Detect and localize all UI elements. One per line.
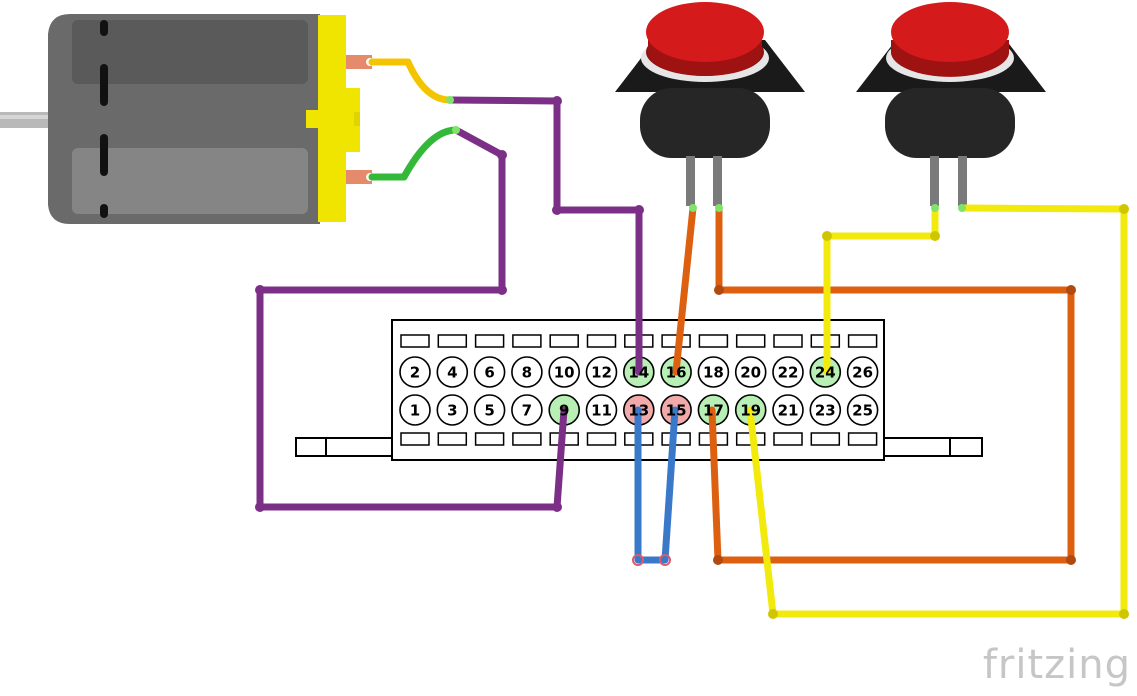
terminal-pin-label: 1 xyxy=(410,402,420,420)
terminal-slot xyxy=(847,432,878,446)
terminal-pin-label: 19 xyxy=(740,402,761,420)
terminal-pins xyxy=(399,356,879,426)
terminal-pin-label: 15 xyxy=(666,402,687,420)
fritzing-logo: fritzing xyxy=(982,642,1131,688)
terminal-slot xyxy=(586,334,617,348)
terminal-pin-4[interactable] xyxy=(436,356,469,388)
terminal-pin-label: 10 xyxy=(554,364,575,382)
terminal-slot xyxy=(437,432,468,446)
wires xyxy=(255,58,1129,619)
terminal-pin-label: 17 xyxy=(703,402,724,420)
wire-blue-jumper-13-15 xyxy=(634,406,679,564)
terminal-slot xyxy=(400,334,430,348)
terminal-slot xyxy=(512,432,542,446)
terminal-pin-20[interactable] xyxy=(734,356,767,388)
terminal-pin-label: 24 xyxy=(815,364,836,382)
terminal-slot xyxy=(847,334,878,348)
motor-lead-green xyxy=(368,126,460,181)
push-button-1[interactable] xyxy=(615,2,805,206)
terminal-slot xyxy=(437,334,468,348)
terminal-pin-18[interactable] xyxy=(697,356,730,388)
wire-orange-button1-to-16 xyxy=(672,204,697,376)
terminal-pin-label: 8 xyxy=(522,364,532,382)
terminal-pin-label: 9 xyxy=(559,402,569,420)
terminal-pin-23[interactable] xyxy=(809,394,842,426)
terminal-slot xyxy=(586,432,617,446)
terminal-pin-6[interactable] xyxy=(473,356,506,388)
wire-orange-button1-to-17 xyxy=(708,204,1075,564)
terminal-slot xyxy=(773,334,803,348)
terminal-pin-label: 2 xyxy=(410,364,420,382)
terminal-pin-label: 3 xyxy=(447,402,457,420)
terminal-pin-label: 6 xyxy=(484,364,494,382)
terminal-pin-label: 23 xyxy=(815,402,836,420)
terminal-pin-10[interactable] xyxy=(548,356,581,388)
terminal-pin-label: 7 xyxy=(522,402,532,420)
terminal-pin-2[interactable] xyxy=(399,356,431,388)
terminal-block xyxy=(295,319,983,461)
terminal-pin-label: 22 xyxy=(778,364,799,382)
terminal-pin-label: 4 xyxy=(447,364,457,382)
motor-lead-yellow xyxy=(368,58,454,104)
terminal-slot xyxy=(474,334,505,348)
terminal-pin-label: 25 xyxy=(852,402,873,420)
terminal-slot xyxy=(400,432,430,446)
terminal-pin-label: 26 xyxy=(852,364,873,382)
terminal-pin-label: 11 xyxy=(591,402,612,420)
terminal-pin-12[interactable] xyxy=(585,356,618,388)
terminal-pin-22[interactable] xyxy=(772,356,804,388)
dc-motor-icon xyxy=(0,14,374,224)
terminal-pin-label: 20 xyxy=(740,364,761,382)
terminal-slot xyxy=(474,432,505,446)
terminal-slot xyxy=(698,334,729,348)
terminal-pin-25[interactable] xyxy=(846,394,879,426)
terminal-pin-label: 21 xyxy=(778,402,799,420)
terminal-pin-5[interactable] xyxy=(473,394,506,426)
terminal-pin-label: 5 xyxy=(484,402,494,420)
terminal-pin-label: 16 xyxy=(666,364,687,382)
terminal-slot xyxy=(549,334,579,348)
terminal-pin-label: 18 xyxy=(703,364,724,382)
terminal-slot xyxy=(512,334,542,348)
terminal-pin-8[interactable] xyxy=(511,356,543,388)
terminal-pin-7[interactable] xyxy=(511,394,543,426)
terminal-pin-label: 12 xyxy=(591,364,612,382)
terminal-pin-label: 13 xyxy=(628,402,649,420)
wire-yellow-button2-to-24 xyxy=(823,204,939,376)
terminal-slots-top xyxy=(400,334,878,348)
terminal-pin-label: 14 xyxy=(628,364,649,382)
terminal-pin-1[interactable] xyxy=(399,394,431,426)
terminal-slot xyxy=(810,432,841,446)
terminal-pin-11[interactable] xyxy=(585,394,618,426)
terminal-pin-26[interactable] xyxy=(846,356,879,388)
push-button-2[interactable] xyxy=(856,2,1046,206)
terminal-pin-21[interactable] xyxy=(772,394,804,426)
terminal-pin-3[interactable] xyxy=(436,394,469,426)
terminal-slot xyxy=(735,334,766,348)
terminal-slot xyxy=(773,432,803,446)
